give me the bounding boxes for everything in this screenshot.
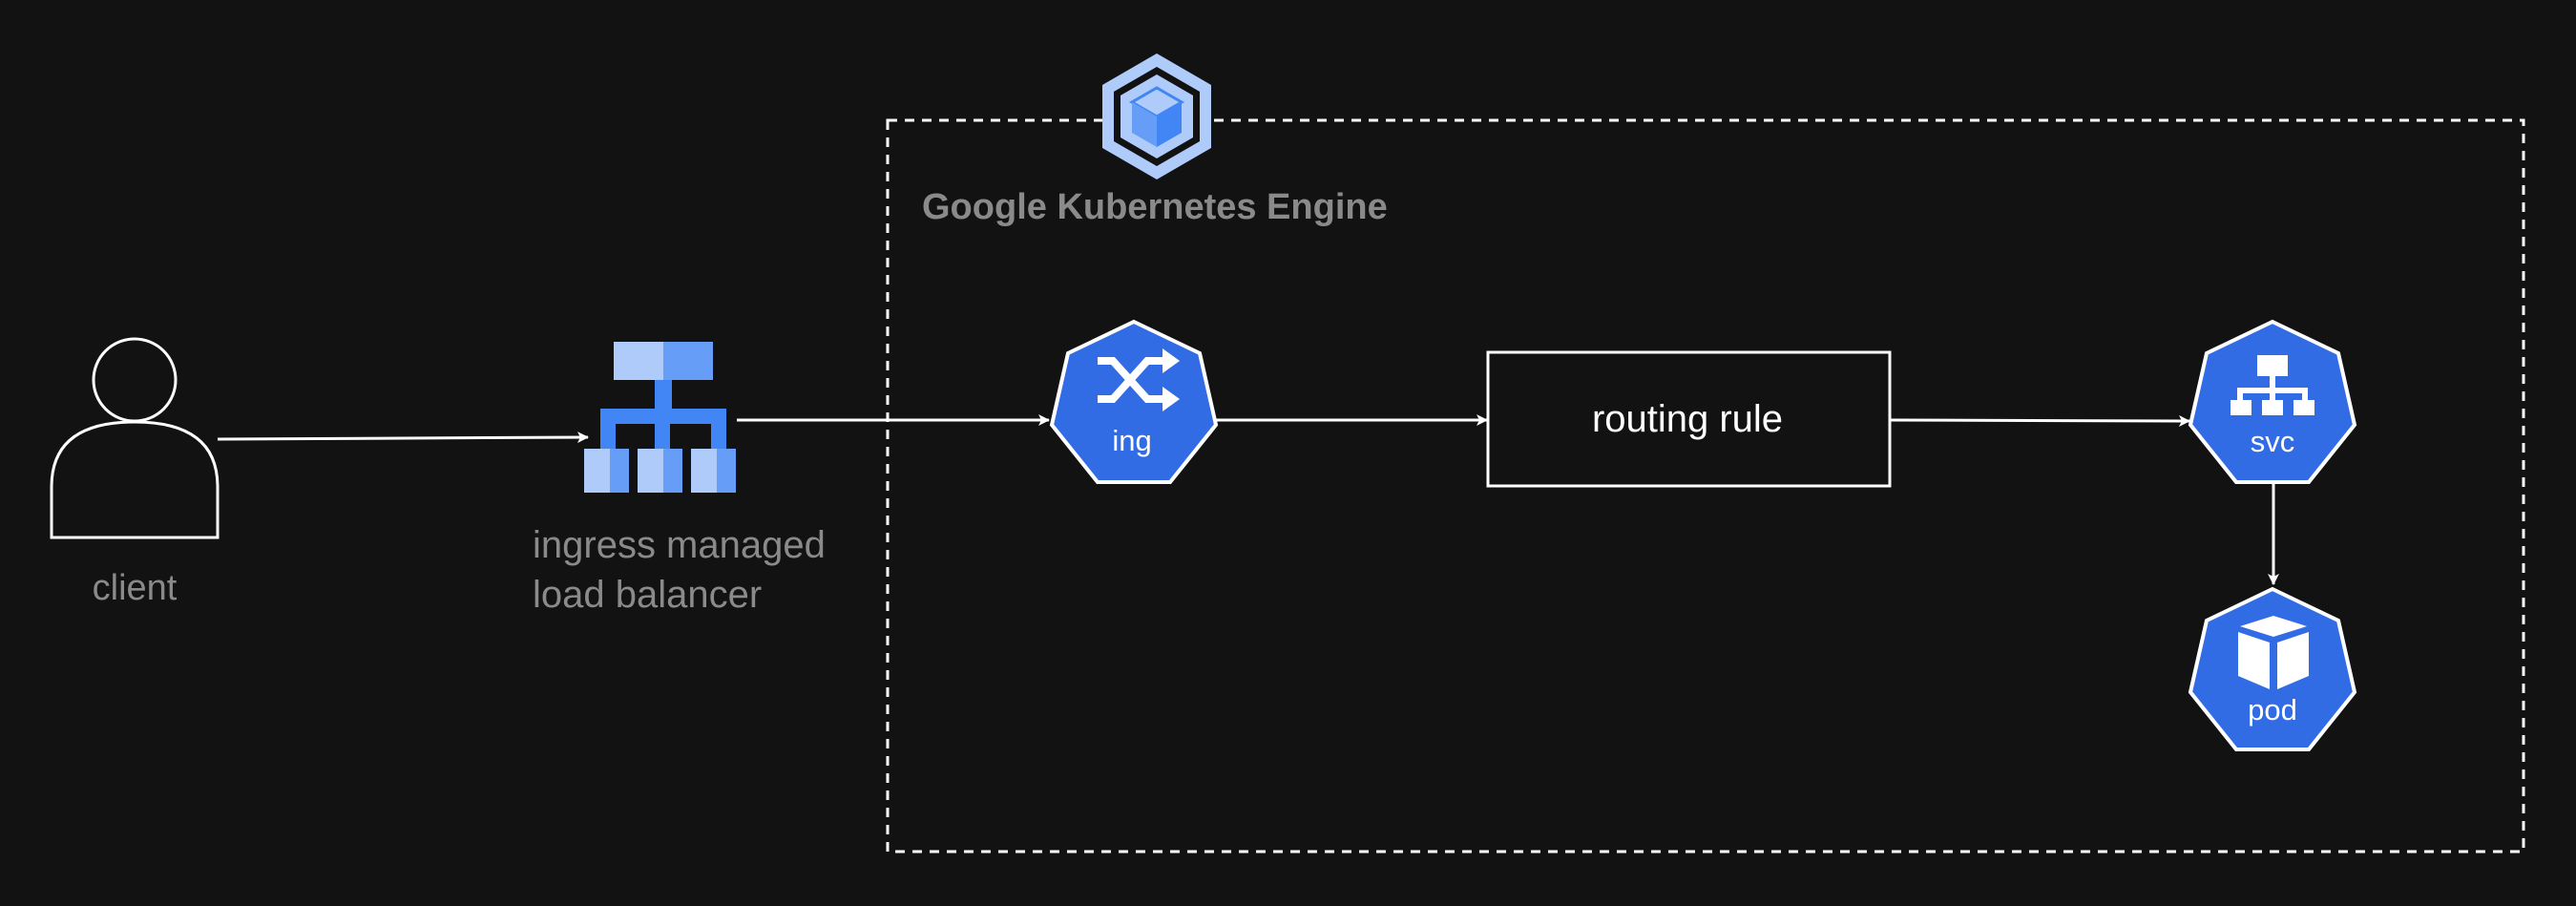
hierarchy-icon	[2230, 355, 2314, 415]
ingress-heptagon	[1049, 319, 1219, 484]
load-balancer-label-line2: load balancer	[533, 574, 762, 616]
gke-cluster-boundary	[886, 118, 2525, 853]
ingress-label: ing	[1112, 424, 1151, 457]
edge-routing-rule-to-service	[1889, 414, 2190, 427]
routing-rule-box	[1486, 350, 1892, 488]
pod-node: pod	[2188, 586, 2357, 751]
client-user-icon	[50, 337, 220, 539]
service-node: svc	[2188, 319, 2357, 484]
routing-rule-label: routing rule	[1592, 398, 1783, 440]
service-label: svc	[2251, 425, 2295, 458]
ingress-node: ing	[1049, 319, 1219, 484]
gke-logo-icon	[1102, 53, 1211, 179]
pod-label: pod	[2248, 693, 2297, 727]
load-balancer-label-line1: ingress managed	[533, 524, 826, 566]
shuffle-icon	[1098, 357, 1164, 403]
edge-client-to-load-balancer	[217, 432, 589, 444]
cube-icon	[2238, 616, 2309, 689]
gke-cluster-label: Google Kubernetes Engine	[922, 187, 1388, 227]
load-balancer-icon	[584, 342, 736, 493]
pod-heptagon	[2188, 586, 2357, 751]
client-label: client	[93, 568, 178, 608]
